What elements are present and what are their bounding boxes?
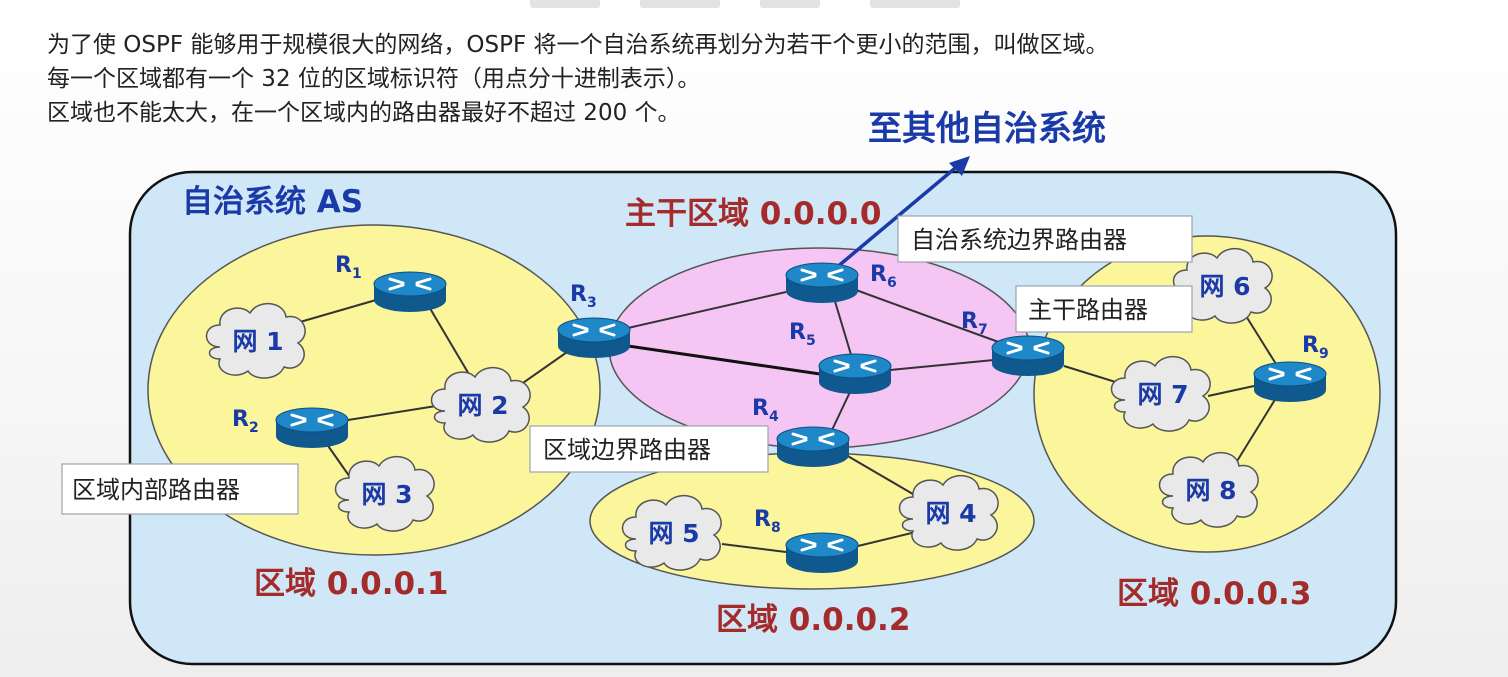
intro-line-1: 为了使 OSPF 能够用于规模很大的网络，OSPF 将一个自治系统再划分为若干个…	[47, 32, 1109, 58]
router-r2	[274, 406, 350, 450]
link-r2-net3	[323, 439, 353, 481]
router-r3-label: R3	[570, 282, 597, 311]
network-5-label: 网 5	[648, 519, 699, 548]
intro-text: 为了使 OSPF 能够用于规模很大的网络，OSPF 将一个自治系统再划分为若干个…	[47, 28, 1447, 130]
link-net6-r9	[1245, 315, 1277, 365]
area-border-router-label: 区域边界路由器	[543, 436, 711, 464]
router-r5	[817, 352, 893, 396]
as-border-router-label: 自治系统边界路由器	[911, 226, 1127, 254]
network-1-label: 网 1	[232, 327, 283, 356]
network-7-label: 网 7	[1137, 380, 1188, 409]
router-r4	[775, 425, 851, 469]
link-net7-r9	[1207, 385, 1255, 397]
network-6-label: 网 6	[1199, 272, 1250, 301]
router-r9-label: R9	[1302, 333, 1329, 362]
link-net5-r8	[721, 543, 787, 553]
router-r7-label: R7	[961, 309, 988, 338]
router-r1	[372, 270, 448, 314]
link-r3-r5	[627, 344, 821, 376]
router-r7	[990, 334, 1066, 378]
network-4-label: 网 4	[925, 499, 976, 528]
router-r5-label: R5	[789, 320, 816, 349]
link-net2-r3	[519, 349, 571, 386]
backbone-router-label: 主干路由器	[1028, 296, 1148, 324]
network-6-cloud: 网 6	[1172, 247, 1273, 324]
top-decoration	[0, 0, 1508, 10]
router-r6	[784, 261, 860, 305]
link-r5-r7	[889, 359, 995, 371]
network-3-label: 网 3	[361, 480, 412, 509]
link-r2-net2	[347, 405, 437, 421]
network-2-label: 网 2	[457, 391, 508, 420]
backbone-router-callout: 主干路由器	[1015, 285, 1193, 333]
area-0.0.0.3-label: 区域 0.0.0.3	[1117, 576, 1311, 612]
other-as-label: 至其他自治系统	[868, 109, 1106, 149]
router-r2-label: R2	[232, 407, 259, 436]
network-8-cloud: 网 8	[1158, 451, 1259, 528]
router-r6-label: R6	[870, 262, 897, 291]
internal-router-callout: 区域内部路由器	[61, 463, 299, 515]
network-3-cloud: 网 3	[334, 455, 435, 532]
network-2-cloud: 网 2	[430, 366, 531, 443]
router-r1-label: R1	[335, 253, 362, 282]
link-r1-net2	[427, 304, 471, 377]
link-r6-r5	[833, 297, 853, 359]
area-0.0.0.1-label: 区域 0.0.0.1	[254, 566, 448, 602]
router-r3	[556, 316, 632, 360]
link-net1-r1	[299, 299, 377, 323]
area-0.0.0.2-label: 区域 0.0.0.2	[716, 602, 910, 638]
arrow-head	[949, 156, 970, 176]
link-r4-net4	[845, 454, 919, 498]
link-r5-r4	[831, 391, 851, 431]
network-7-cloud: 网 7	[1110, 355, 1211, 432]
as-label: 自治系统 AS	[182, 184, 363, 220]
link-r3-r6	[627, 291, 787, 329]
router-r8	[784, 531, 860, 575]
network-5-cloud: 网 5	[621, 494, 722, 571]
backbone-area-label: 主干区域 0.0.0.0	[625, 196, 881, 232]
area-border-router-callout: 区域边界路由器	[529, 425, 769, 473]
links	[299, 289, 1277, 553]
internal-router-label: 区域内部路由器	[72, 476, 240, 504]
network-1-cloud: 网 1	[205, 302, 306, 379]
router-r9	[1252, 360, 1328, 404]
network-4-cloud: 网 4	[898, 474, 999, 551]
link-r7-net7	[1063, 365, 1123, 385]
as-border-router-callout: 自治系统边界路由器	[897, 215, 1193, 263]
network-8-label: 网 8	[1185, 476, 1236, 505]
link-r6-r7	[855, 289, 1005, 345]
router-r8-label: R8	[754, 507, 781, 536]
intro-line-2: 每一个区域都有一个 32 位的区域标识符（用点分十进制表示）。	[47, 66, 701, 92]
intro-line-3: 区域也不能太大，在一个区域内的路由器最好不超过 200 个。	[47, 100, 681, 126]
router-r4-label: R4	[752, 396, 779, 425]
link-r9-net8	[1233, 397, 1277, 467]
